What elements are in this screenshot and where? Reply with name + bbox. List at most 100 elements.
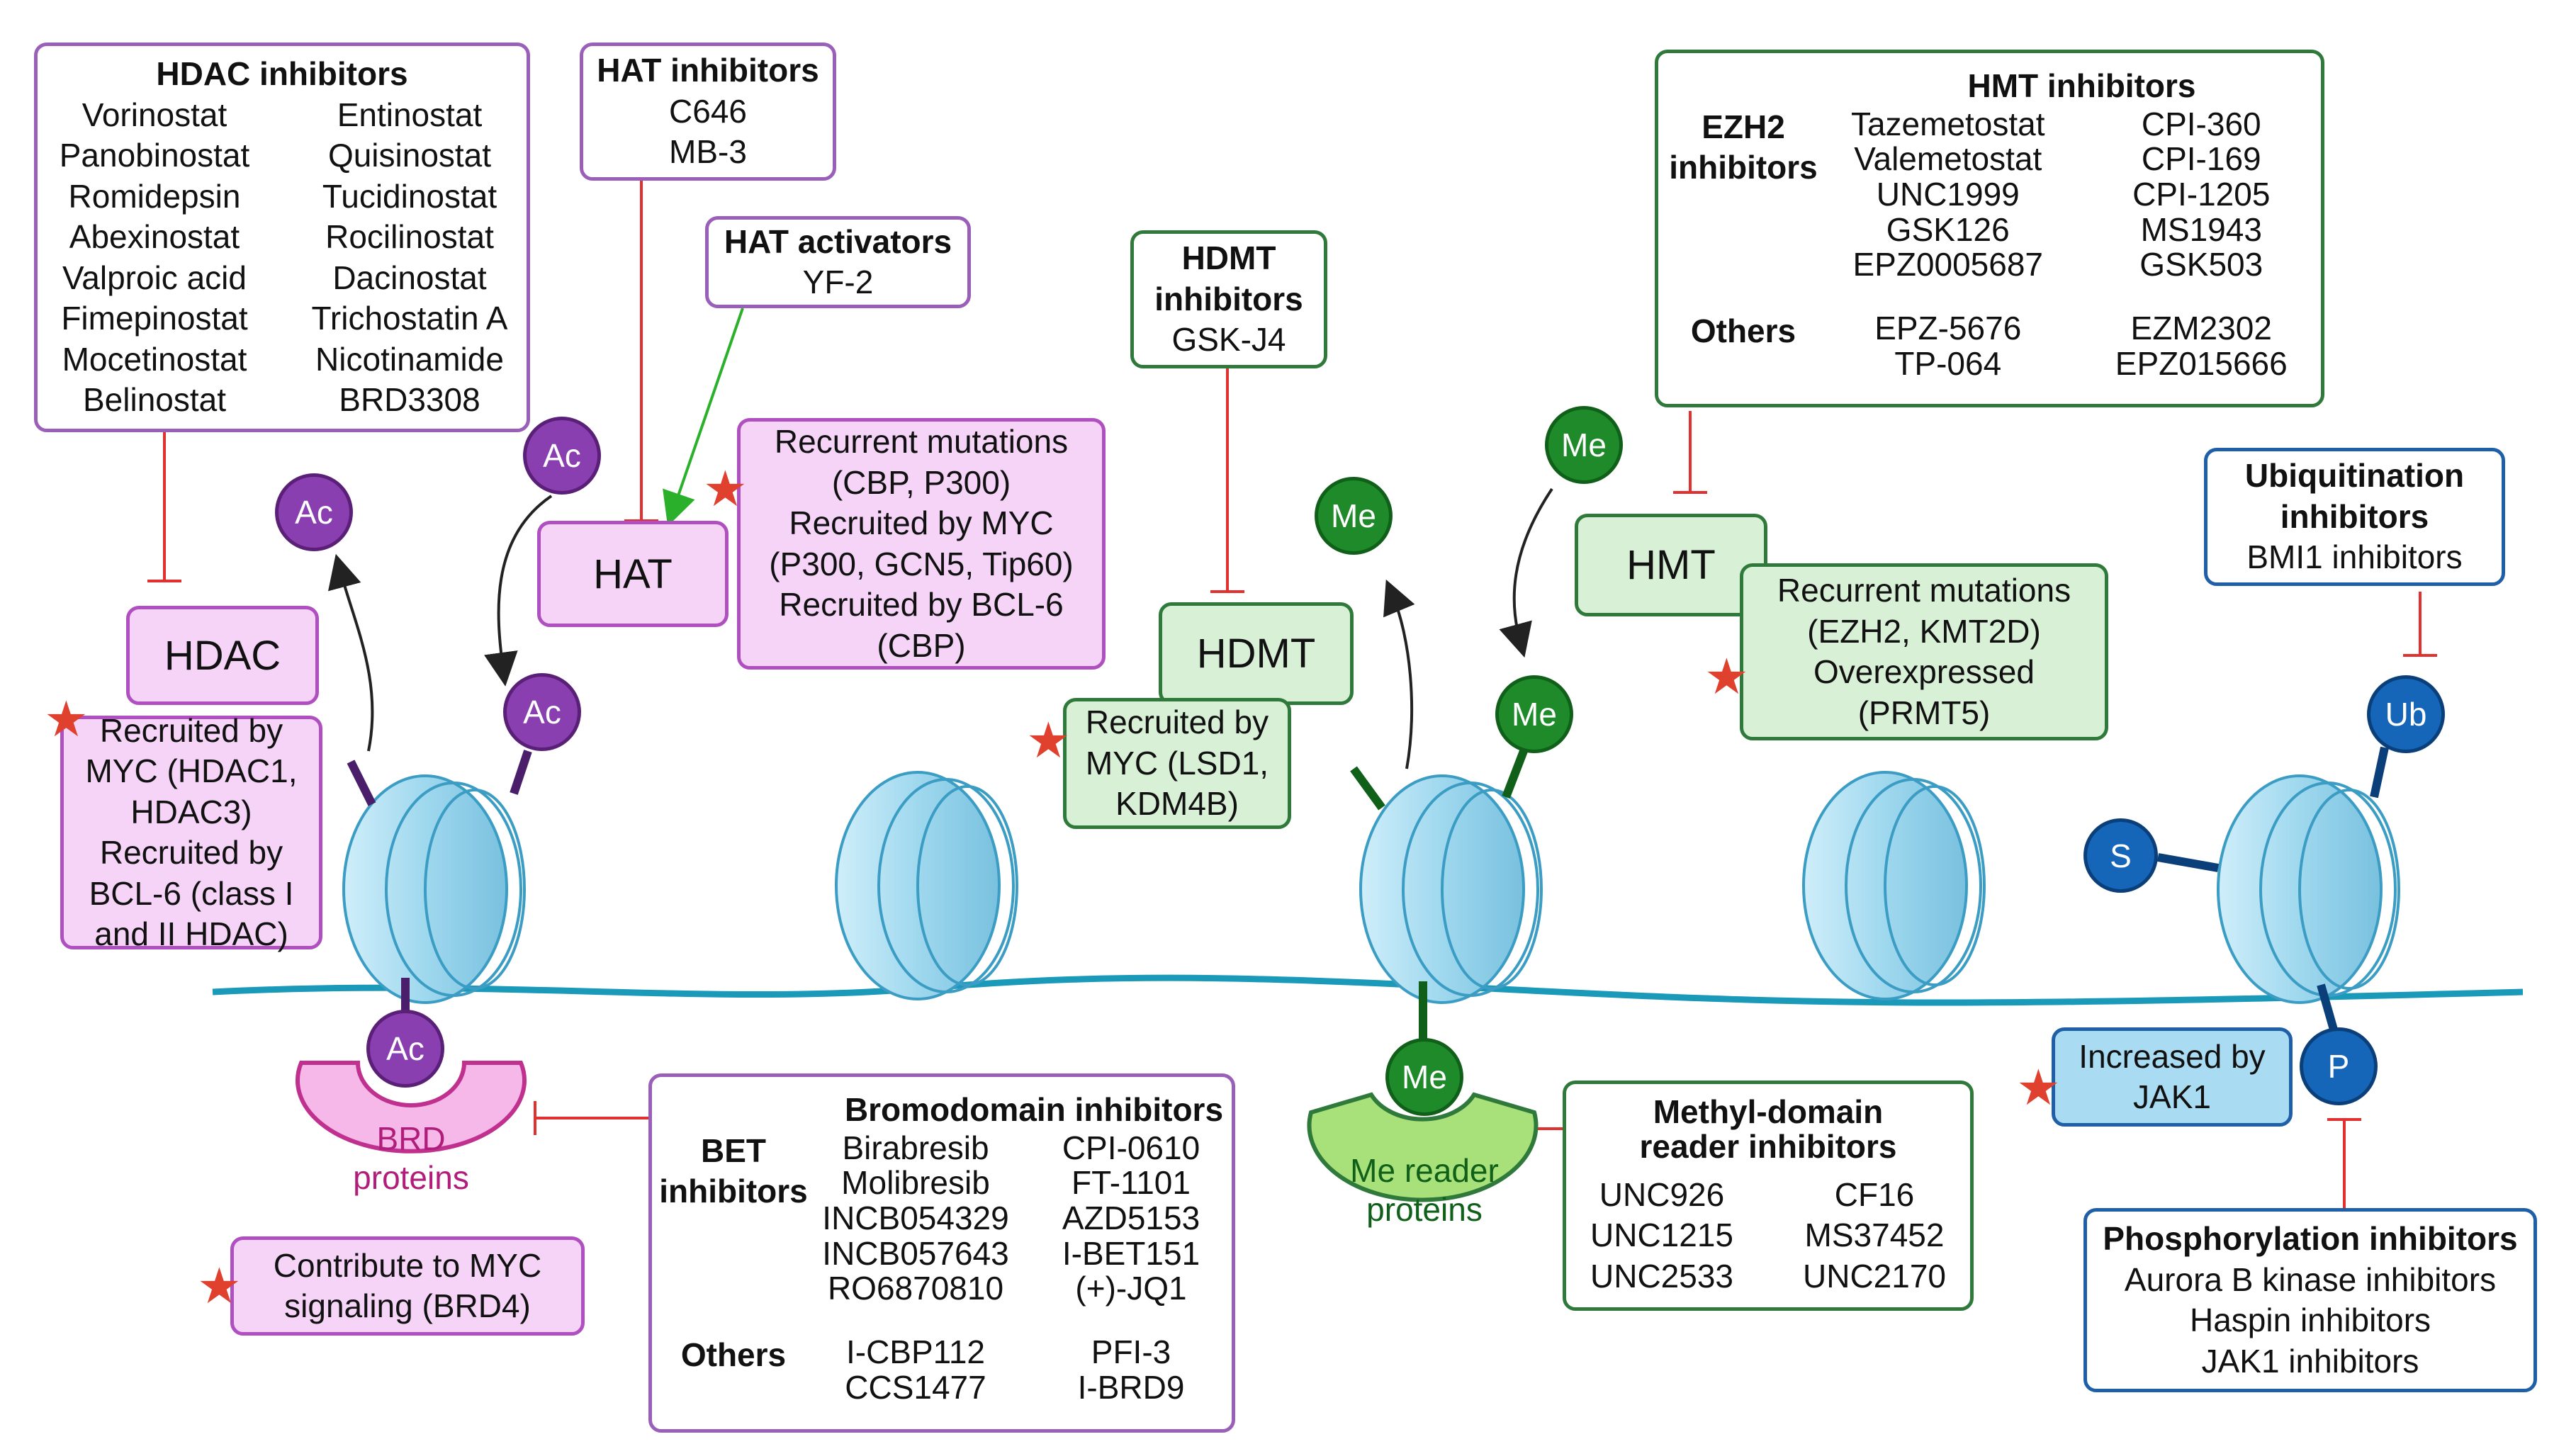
hdac-inhibitors-col2: Entinostat Quisinostat Tucidinostat Roci… [293, 95, 527, 421]
list-item: INCB057643 [822, 1234, 1009, 1272]
acetyl-mark: Ac [523, 417, 601, 495]
list-item: TP-064 [1894, 344, 2002, 382]
others-col1: EPZ-5676 TP-064 [1828, 310, 2068, 382]
hdac-note-box: Recruited by MYC (HDAC1, HDAC3) Recruite… [60, 712, 322, 952]
hat-inhibitors-box: HAT inhibitors C646 MB-3 [580, 43, 836, 181]
list-item: CPI-1205 [2132, 175, 2271, 213]
bromodomain-inhibitors-title: Bromodomain inhibitors [844, 1091, 1224, 1128]
note-line: (EZH2, KMT2D) [1807, 612, 2041, 650]
note-line: Recruited by BCL-6 [779, 586, 1064, 623]
list-item: BRD3308 [339, 381, 480, 419]
list-item: JAK1 inhibitors [2201, 1342, 2419, 1380]
list-item: UNC1215 [1590, 1217, 1733, 1254]
note-line: Recruited by [99, 834, 283, 871]
note-line: Recruited by [99, 711, 283, 749]
list-item: UNC2533 [1590, 1257, 1733, 1294]
note-line: Recurrent mutations [1777, 572, 2071, 609]
methyl-reader-col2: CF16 MS37452 UNC2170 [1779, 1175, 1970, 1297]
list-item: Molibresib [841, 1164, 990, 1202]
nucleosome-4 [1802, 771, 1986, 1000]
nucleosome-3 [1359, 774, 1543, 1004]
hdmt-inhibitors-box: HDMT inhibitors GSK-J4 [1130, 230, 1327, 368]
hmt-note-box: Recurrent mutations (EZH2, KMT2D) Overex… [1740, 563, 2108, 740]
list-item: MS37452 [1804, 1217, 1945, 1254]
star-icon: ★ [1026, 713, 1071, 768]
hmt-inhibitors-box: HMT inhibitors EZH2 inhibitors Tazemetos… [1655, 50, 2324, 407]
jak-note-box: Increased by JAK1 [2052, 1027, 2293, 1127]
hat-label: HAT [593, 551, 673, 597]
note-line: KDM4B) [1115, 785, 1239, 823]
list-item: FT-1101 [1072, 1164, 1191, 1202]
list-item: BMI1 inhibitors [2246, 538, 2463, 576]
list-item: (+)-JQ1 [1075, 1270, 1187, 1307]
hat-activators-box: HAT activators YF-2 [705, 216, 971, 308]
phosphorylation-inhibitors-title: Phosphorylation inhibitors [2103, 1220, 2518, 1257]
methyl-reader-inhibitors-title: Methyl-domain [1653, 1093, 1884, 1130]
list-item: Haspin inhibitors [2189, 1302, 2431, 1338]
list-item: Tucidinostat [322, 177, 497, 215]
list-item: I-CBP112 [845, 1333, 986, 1370]
star-icon: ★ [2016, 1060, 2061, 1115]
bet-col1: Birabresib Molibresib INCB054329 INCB057… [815, 1130, 1016, 1307]
note-line: HDAC3) [130, 793, 252, 830]
methyl-reader-inhibitors-box: Methyl-domain reader inhibitors UNC926 U… [1563, 1081, 1974, 1311]
hdmt-note-box: Recruited by MYC (LSD1, KDM4B) [1063, 698, 1291, 829]
note-line: Recruited by MYC [789, 504, 1054, 541]
acetyl-mark: Ac [366, 1010, 444, 1088]
note-line: and II HDAC) [94, 915, 288, 952]
methyl-mark: Me [1545, 406, 1623, 484]
hdmt-inhibitors-title: HDMT [1181, 239, 1276, 277]
list-item: Mocetinostat [62, 340, 247, 378]
ezh2-col1: Tazemetostat Valemetostat UNC1999 GSK126… [1828, 106, 2068, 283]
note-line: MYC (LSD1, [1085, 744, 1269, 782]
bet-col2: CPI-0610 FT-1101 AZD5153 I-BET151 (+)-JQ… [1030, 1130, 1232, 1307]
ac-addition-arrow [484, 495, 553, 687]
methyl-reader-inhibitors-title: reader inhibitors [1639, 1128, 1897, 1166]
list-item: CPI-169 [2141, 140, 2261, 178]
hdac-label: HDAC [164, 632, 281, 679]
methyl-reader-col1: UNC926 UNC1215 UNC2533 [1566, 1175, 1757, 1297]
list-item: PFI-3 [1091, 1333, 1171, 1370]
list-item: UNC2170 [1803, 1257, 1946, 1294]
bet-group-label: BET inhibitors [659, 1132, 808, 1210]
list-item: INCB054329 [822, 1199, 1009, 1236]
me-removal-arrow [1383, 579, 1415, 769]
list-item: Trichostatin A [311, 300, 508, 337]
list-item: Belinostat [82, 381, 226, 419]
ezh2-group-label: EZH2 inhibitors [1669, 108, 1818, 186]
list-item: RO6870810 [827, 1270, 1004, 1307]
star-icon: ★ [197, 1258, 242, 1314]
tail-1-right [510, 750, 532, 795]
hdmt-label: HDMT [1196, 631, 1316, 677]
acetyl-mark: Ac [503, 673, 581, 751]
note-line: Recurrent mutations [774, 423, 1069, 460]
list-item: CF16 [1834, 1175, 1915, 1213]
note-line: (CBP) [877, 626, 966, 664]
list-item: GSK126 [1886, 210, 2010, 248]
activation-arrow [663, 308, 744, 526]
hat-activators-title: HAT activators [724, 222, 952, 260]
ac-removal-arrow [328, 553, 374, 752]
note-line: Recruited by [1085, 704, 1269, 741]
hat-note-box: Recurrent mutations (CBP, P300) Recruite… [737, 418, 1106, 670]
list-item: I-BRD9 [1077, 1368, 1185, 1406]
list-item: Dacinostat [332, 259, 487, 296]
note-line: MYC (HDAC1, [85, 752, 298, 789]
brd-reader-shape [296, 1061, 527, 1153]
hat-enzyme: HAT [537, 521, 729, 627]
hdac-enzyme: HDAC [126, 606, 319, 705]
list-item: MB-3 [669, 133, 747, 171]
star-icon: ★ [703, 461, 748, 517]
methyl-mark: Me [1315, 477, 1393, 555]
note-line: Increased by [2079, 1037, 2266, 1075]
list-item: Panobinostat [59, 137, 250, 174]
tail-3-right [1502, 749, 1528, 799]
sumo-mark: S [2083, 818, 2158, 893]
hdac-inhibitors-title: HDAC inhibitors [156, 55, 408, 93]
list-item: EPZ015666 [2115, 344, 2288, 382]
nucleosome-1 [342, 774, 526, 1004]
tail-5-left [2156, 853, 2220, 872]
note-line: (P300, GCN5, Tip60) [769, 545, 1074, 582]
